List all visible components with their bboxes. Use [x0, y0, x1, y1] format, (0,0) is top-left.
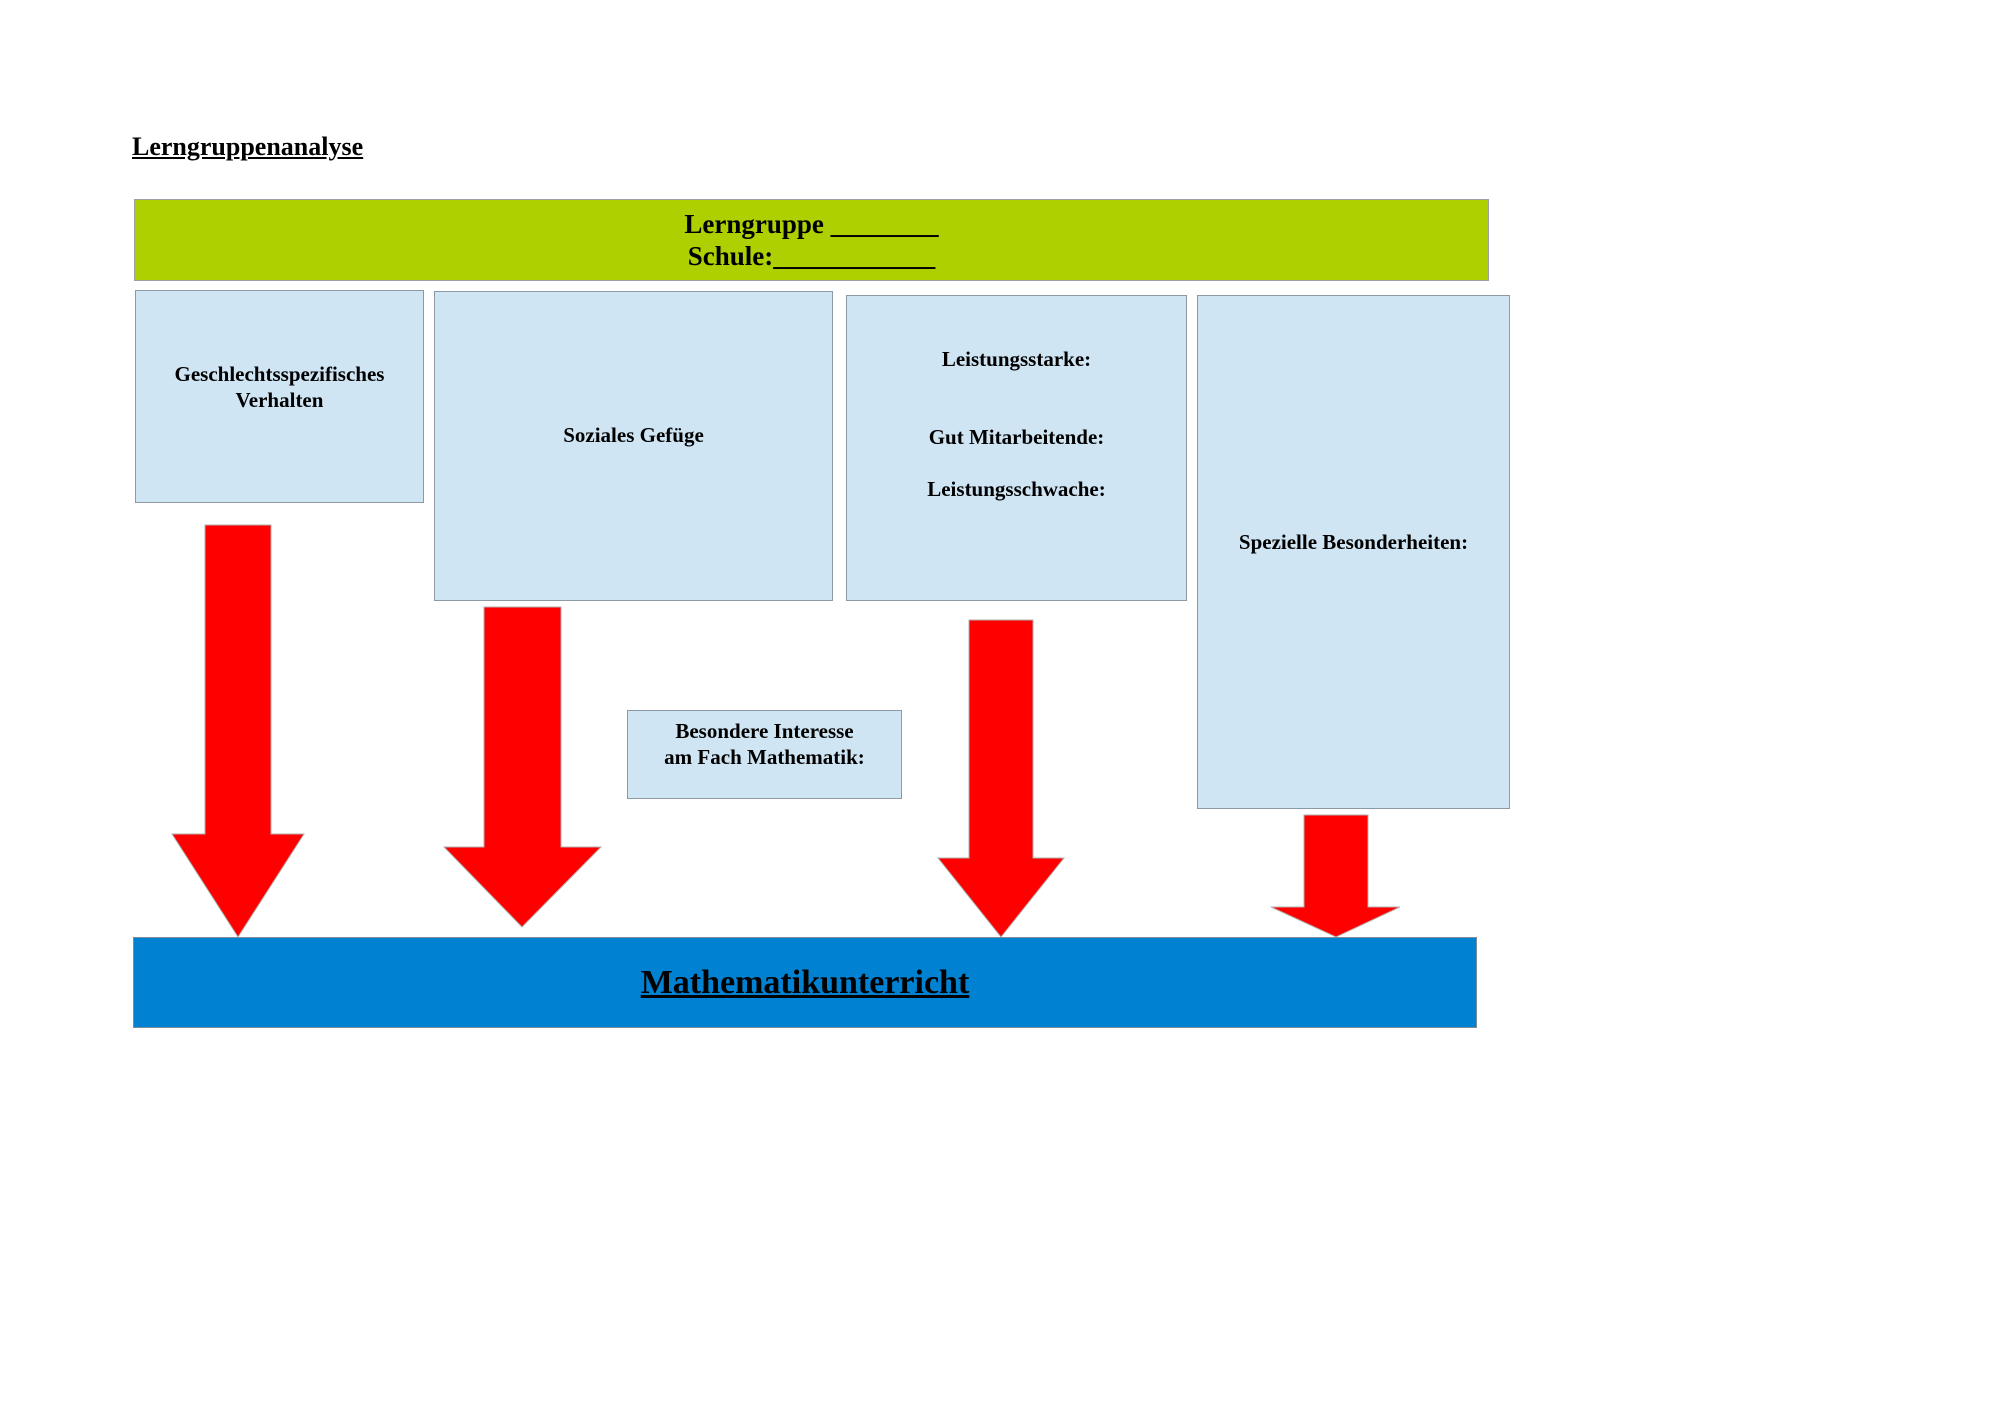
class-header-box: Lerngruppe ________ Schule:____________ [134, 199, 1489, 281]
gender-behavior-label-line2: Verhalten [235, 388, 324, 412]
math-interest-box: Besondere Interesse am Fach Mathematik: [627, 710, 902, 799]
arrow-down-icon [171, 524, 305, 938]
good-participants-label: Gut Mitarbeitende: [928, 425, 1105, 449]
arrow-down-icon [936, 619, 1066, 938]
arrow-down-icon [1270, 814, 1401, 938]
class-name-line: Lerngruppe ________ [684, 209, 939, 239]
page-title: Lerngruppenanalyse [132, 132, 364, 161]
school-line: Schule:____________ [687, 241, 936, 271]
math-interest-label-line2: am Fach Mathematik: [664, 745, 865, 769]
gender-behavior-box: Geschlechtsspezifisches Verhalten [135, 290, 424, 503]
gender-behavior-label-line1: Geschlechtsspezifisches [174, 362, 385, 386]
math-lesson-label: Mathematikunterricht [640, 963, 970, 1001]
social-structure-label: Soziales Gefüge [563, 423, 704, 447]
math-interest-label-line1: Besondere Interesse [675, 719, 854, 743]
math-lesson-box: Mathematikunterricht [133, 937, 1477, 1028]
low-performers-label: Leistungsschwache: [927, 477, 1106, 501]
special-features-label: Spezielle Besonderheiten: [1238, 530, 1469, 554]
special-features-box: Spezielle Besonderheiten: [1197, 295, 1510, 809]
social-structure-box: Soziales Gefüge [434, 291, 833, 601]
performance-box: Leistungsstarke: Gut Mitarbeitende: Leis… [846, 295, 1187, 601]
arrow-down-icon [442, 606, 603, 928]
arrows-layer [171, 524, 1401, 938]
high-performers-label: Leistungsstarke: [941, 347, 1092, 371]
